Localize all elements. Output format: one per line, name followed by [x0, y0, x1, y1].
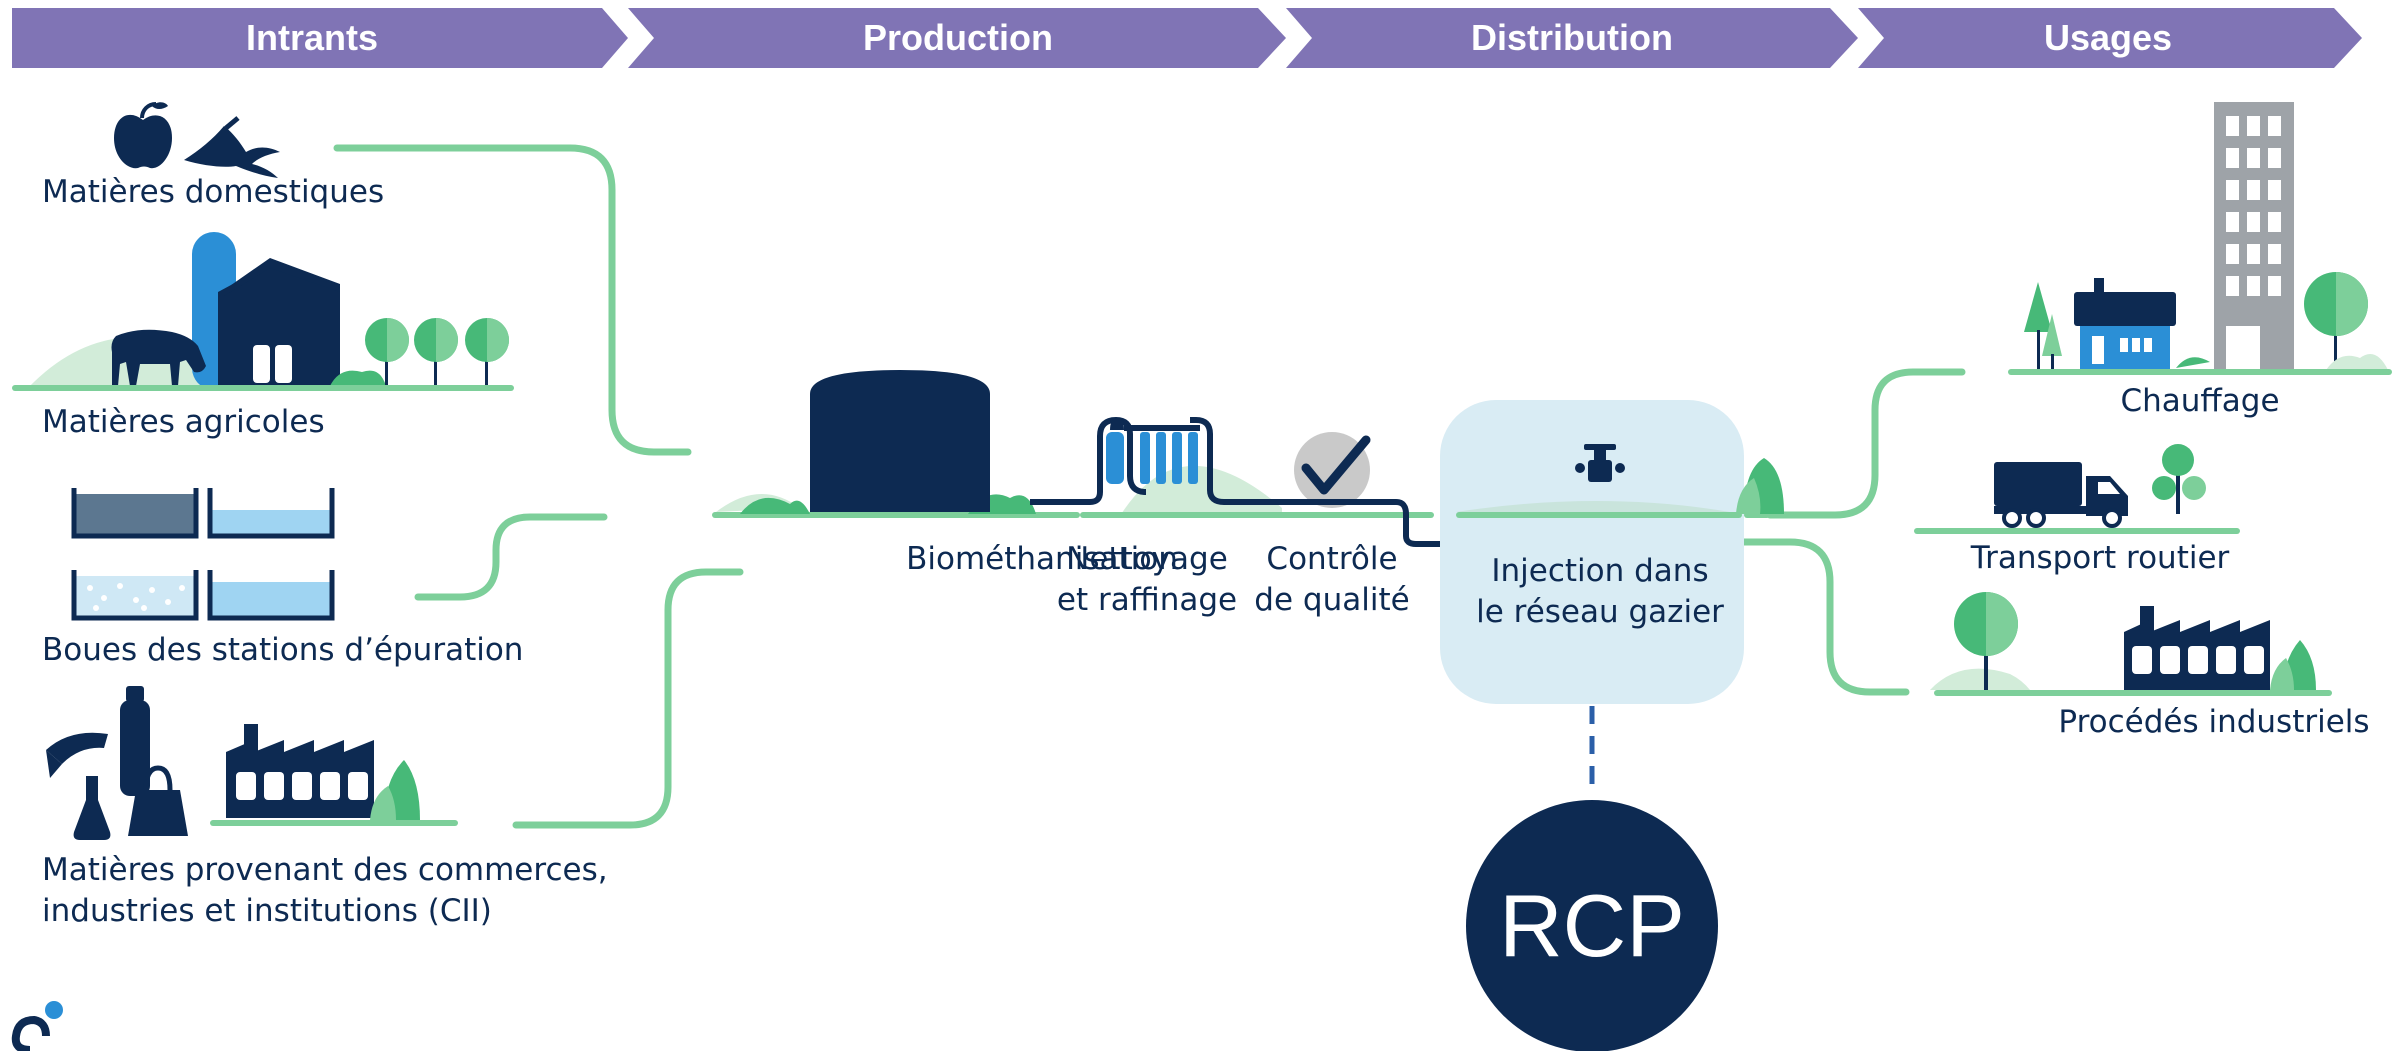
stage-band-intrants [12, 8, 628, 68]
stage-label-distribution: Distribution [1471, 17, 1673, 58]
house-icon [2074, 278, 2176, 370]
flask-icon [73, 776, 111, 840]
stage-label-usages: Usages [2044, 17, 2172, 58]
label-quality-line1: Contrôle [1266, 541, 1397, 577]
label-domestic: Matières domestiques [42, 174, 384, 210]
domestic-waste-icon [114, 102, 280, 178]
label-heating: Chauffage [2120, 383, 2279, 419]
bag-icon [128, 790, 188, 836]
purification-unit-icon [1030, 416, 1290, 505]
connector-cii [512, 568, 744, 829]
connector-to-heating [1766, 368, 1966, 519]
commercial-waste-icon [46, 686, 188, 840]
stage-band-production [628, 8, 1286, 68]
croissant-icon [46, 732, 108, 764]
connector-to-industrial [1714, 538, 1910, 696]
stage-band-distribution [1286, 8, 1858, 68]
label-industrial: Procédés industriels [2058, 704, 2369, 740]
digester-tank-icon [810, 370, 990, 512]
sludge-tanks-icon [71, 488, 335, 621]
truck-icon [1994, 462, 2128, 528]
rcp-label: RCP [1499, 876, 1685, 975]
quality-check-icon [1294, 432, 1371, 508]
cow-icon [111, 329, 206, 386]
trees-icon [365, 318, 509, 388]
apple-icon [114, 114, 172, 169]
injection-highlight [1440, 400, 1744, 704]
building-windows [2226, 116, 2281, 370]
stage-label-intrants: Intrants [246, 17, 378, 58]
industrial-scene-icon [1930, 592, 2332, 696]
label-cleaning-line1: Nettoyage [1066, 541, 1228, 577]
label-sludge: Boues des stations d’épuration [42, 632, 523, 668]
connector-sludge [414, 513, 608, 601]
bottle-icon [120, 700, 150, 796]
label-agricultural: Matières agricoles [42, 404, 325, 440]
pine-tree-icon [2024, 282, 2052, 332]
farm-icon [12, 232, 514, 391]
stage-band-usages [1858, 8, 2362, 68]
building-icon [2214, 102, 2294, 370]
injection-valve-icon [1575, 444, 1625, 482]
label-injection-line1: Injection dans [1491, 553, 1708, 589]
logo-icon [11, 1001, 63, 1051]
label-quality-line2: de qualité [1254, 582, 1409, 618]
injection-station [1440, 400, 1784, 704]
factory-icon [210, 724, 458, 826]
label-cii-line2: industries et institutions (CII) [42, 893, 492, 929]
barn-icon [218, 264, 340, 388]
heating-scene-icon [2008, 102, 2392, 375]
tree-icon [2152, 444, 2206, 514]
label-injection-line2: le réseau gazier [1476, 594, 1724, 630]
rcp-badge [1466, 800, 1718, 1051]
label-cleaning-line2: et raffinage [1057, 582, 1237, 618]
factory-icon-2 [2124, 606, 2270, 690]
banana-peel-icon [184, 126, 280, 178]
connector-domestic [333, 144, 692, 456]
label-transport: Transport routier [1970, 540, 2230, 576]
connector-lines [333, 144, 1966, 829]
label-digestion: Biométhanisation [906, 541, 1178, 577]
stage-header: Intrants Production Distribution Usages [12, 8, 2362, 68]
stage-label-production: Production [863, 17, 1053, 58]
transport-scene-icon [1914, 444, 2240, 534]
label-cii-line1: Matières provenant des commerces, [42, 852, 608, 888]
